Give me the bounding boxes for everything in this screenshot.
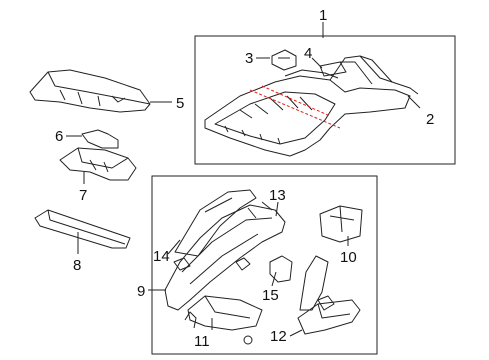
callout-13: 13 — [269, 187, 286, 204]
section-line-red — [249, 89, 341, 129]
callout-7: 7 — [79, 187, 87, 204]
callout-3: 3 — [245, 50, 253, 67]
bracket-part-3 — [271, 49, 297, 71]
callout-2: 2 — [426, 111, 434, 128]
callout-4: 4 — [304, 45, 312, 62]
clip-small-c — [317, 295, 335, 311]
rail-part-9 — [164, 204, 286, 311]
clip-small-b — [173, 257, 191, 271]
leader-14 — [167, 239, 181, 255]
floor-pan-group-box — [194, 35, 456, 165]
callout-5: 5 — [176, 95, 184, 112]
crossmember-part-7 — [59, 147, 137, 181]
bracket-part-15 — [269, 255, 329, 311]
callout-1: 1 — [319, 7, 327, 24]
section-line-red-2 — [261, 85, 331, 117]
callout-11: 11 — [194, 333, 210, 350]
callout-10: 10 — [340, 249, 357, 266]
sill-part-8 — [34, 209, 131, 249]
clip-small-a — [235, 257, 251, 271]
rail-part-13-14 — [174, 189, 273, 257]
rear-floor-pan — [204, 55, 419, 157]
leader-4 — [311, 57, 323, 69]
leader-12 — [289, 329, 303, 337]
callout-12: 12 — [270, 328, 287, 345]
rail-group-box — [151, 175, 378, 355]
bracket-part-6 — [81, 129, 119, 149]
leader-2 — [407, 95, 421, 109]
callout-8: 8 — [73, 257, 81, 274]
plate-part-4 — [319, 61, 347, 77]
fastener-nut — [243, 335, 253, 345]
callout-9: 9 — [137, 283, 145, 300]
callout-14: 14 — [153, 248, 170, 265]
callout-15: 15 — [262, 287, 279, 304]
bracket-part-11 — [184, 295, 263, 331]
rail-part-12 — [297, 299, 361, 335]
leader-15 — [271, 271, 277, 287]
bracket-part-10 — [319, 205, 363, 243]
leader-13 — [275, 201, 279, 217]
callout-6: 6 — [55, 128, 63, 145]
panel-part-5 — [29, 69, 151, 113]
